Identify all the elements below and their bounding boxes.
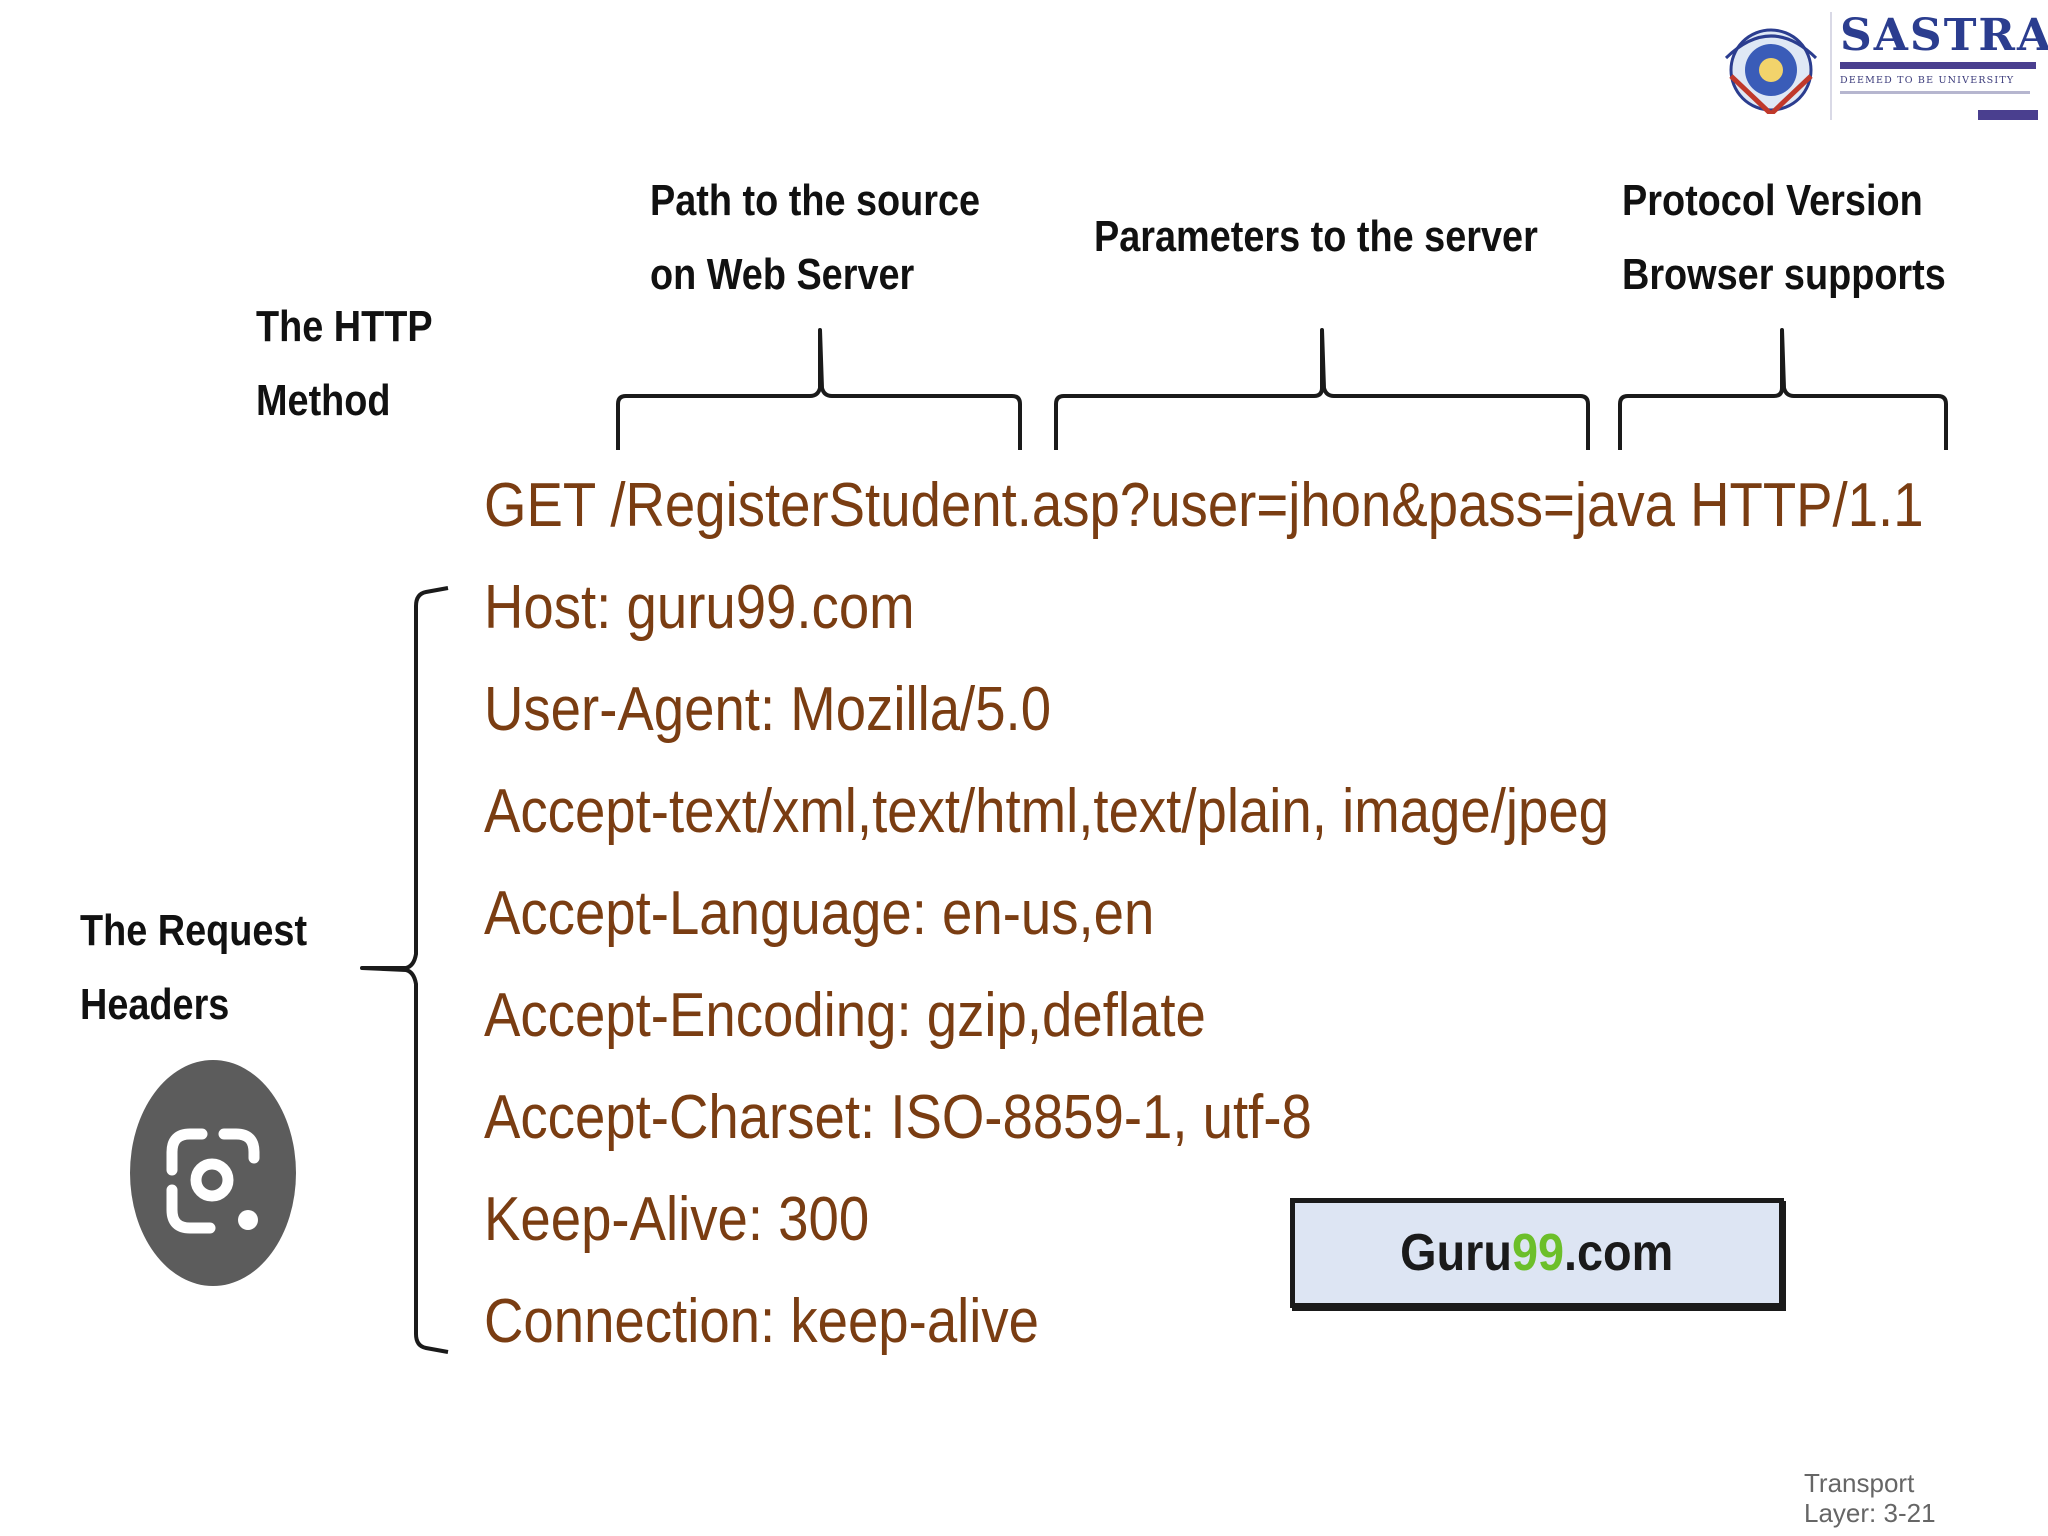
- logo-fine-print: [1840, 91, 2030, 94]
- protocol-label-line1: Protocol Version: [1622, 176, 1923, 225]
- logo-tag: [1978, 110, 2038, 120]
- path-label-line2: on Web Server: [650, 250, 915, 299]
- http-method-label-line2: Method: [256, 376, 391, 425]
- footer-line1: Transport: [1804, 1468, 1915, 1498]
- protocol-label-line2: Browser supports: [1622, 250, 1946, 299]
- header-host: Host: guru99.com: [484, 573, 915, 642]
- logo-divider: [1840, 62, 2036, 69]
- http-method-label: The HTTP Method: [256, 290, 433, 438]
- path-label: Path to the source on Web Server: [650, 164, 980, 312]
- header-connection: Connection: keep-alive: [484, 1287, 1040, 1356]
- path-label-line1: Path to the source: [650, 176, 981, 225]
- parameters-bracket: [1054, 328, 1590, 450]
- footer-line2: Layer: 3-21: [1804, 1498, 1936, 1528]
- request-headers-label-line1: The Request: [80, 906, 308, 955]
- parameters-label-line1: Parameters to the server: [1094, 212, 1538, 261]
- header-keep-alive: Keep-Alive: 300: [484, 1185, 870, 1254]
- request-headers-label-line2: Headers: [80, 980, 230, 1029]
- protocol-label: Protocol Version Browser supports: [1622, 164, 1946, 312]
- logo-tagline: DEEMED TO BE UNIVERSITY: [1840, 75, 2015, 86]
- parameters-label: Parameters to the server: [1094, 200, 1538, 274]
- header-user-agent: User-Agent: Mozilla/5.0: [484, 675, 1052, 744]
- guru99-badge-text: Guru99.com: [1400, 1223, 1673, 1283]
- google-lens-button[interactable]: [130, 1060, 296, 1286]
- google-lens-icon: [166, 1128, 260, 1234]
- header-accept-charset: Accept-Charset: ISO-8859-1, utf-8: [484, 1083, 1312, 1152]
- protocol-bracket: [1618, 328, 1948, 450]
- sastra-logo: SASTRA DEEMED TO BE UNIVERSITY: [1716, 10, 2048, 120]
- logo-name: SASTRA: [1840, 10, 2048, 61]
- guru99-badge: Guru99.com: [1290, 1198, 1784, 1308]
- http-method-label-line1: The HTTP: [256, 302, 433, 351]
- slide-footer: Transport Layer: 3-21: [1804, 1468, 1984, 1528]
- badge-number: 99: [1512, 1224, 1565, 1282]
- headers-brace: [360, 586, 449, 1354]
- badge-prefix: Guru: [1400, 1224, 1513, 1282]
- header-accept: Accept-text/xml,text/html,text/plain, im…: [484, 777, 1610, 846]
- request-line: GET /RegisterStudent.asp?user=jhon&pass=…: [484, 471, 1924, 540]
- badge-suffix: .com: [1564, 1224, 1674, 1282]
- header-accept-encoding: Accept-Encoding: gzip,deflate: [484, 981, 1206, 1050]
- header-accept-language: Accept-Language: en-us,en: [484, 879, 1155, 948]
- logo-wordmark: SASTRA DEEMED TO BE UNIVERSITY: [1830, 10, 2048, 120]
- university-emblem-icon: [1724, 28, 1818, 114]
- request-headers-label: The Request Headers: [80, 894, 307, 1042]
- path-bracket: [616, 328, 1022, 450]
